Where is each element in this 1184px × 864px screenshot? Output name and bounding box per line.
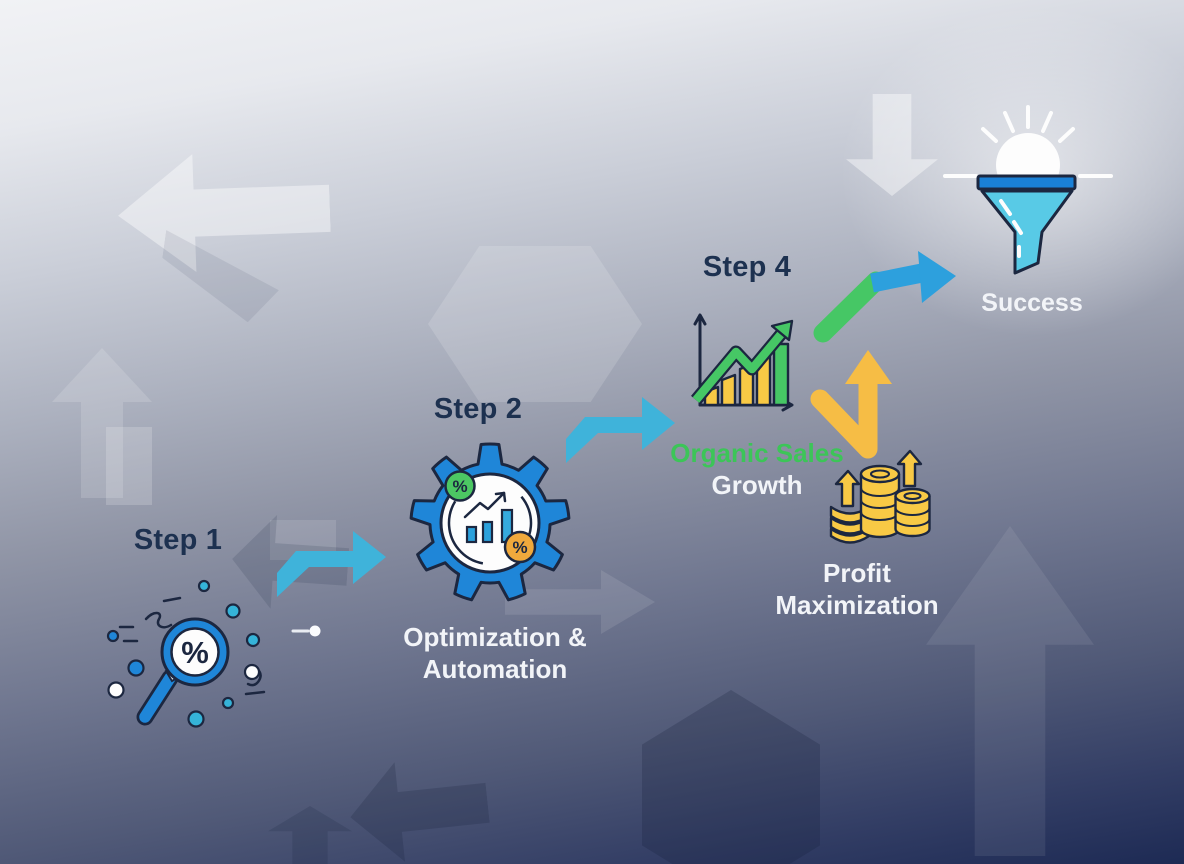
magnifier-icon: % [106,579,266,728]
watermark-rect-left [106,427,152,505]
sun-rays [943,105,1113,178]
step4-label: Step 4 [702,251,792,283]
gear-icon: % % [409,442,571,602]
step4-caption: Organic Sales Growth [657,437,857,501]
watermark-left-arrow-top [116,149,332,274]
funnel-highlights [999,199,1023,258]
magnifier-dots [106,579,261,728]
coin-arrow-right [896,449,923,488]
funnel-rim [976,174,1077,191]
svg-text:%: % [452,477,467,496]
step1-label: Step 1 [133,524,223,556]
watermark-left-arrow-bottom [345,753,493,864]
coin-stack-tall [859,464,901,539]
gear-trend-arrow [463,491,507,519]
gear-orange-badge: % [503,530,537,564]
profit-caption-line1: Profit [823,558,891,588]
step2-label: Step 2 [433,393,523,425]
watermark-hexagon-bottom [642,690,820,864]
coins-icon [829,449,931,544]
funnel-icon [943,105,1113,275]
step4-caption-line2: Growth [711,470,803,500]
watermark-shadow-wedge [155,230,285,326]
step4-caption-line1: Organic Sales [670,438,844,468]
arrow-profit-bounce [810,350,892,459]
chart-trend-arrow [691,319,794,405]
funnel-body [980,189,1074,275]
watermark-hexagon-top [428,246,642,402]
step2-caption: Optimization & Automation [375,621,615,685]
line-dot-connector [291,625,321,637]
step2-caption-line1: Optimization & [403,622,587,652]
watermark-up-arrow-bottom-left [268,806,352,864]
svg-text:%: % [512,538,527,557]
step2-caption-line2: Automation [422,654,568,684]
profit-caption: Profit Maximization [757,557,957,621]
growth-chart-icon [691,313,794,412]
magnifier-percent: % [181,635,209,670]
coin-stack-right [894,487,931,538]
magnifier-lens [170,627,220,677]
success-label: Success [981,289,1083,317]
profit-caption-line2: Maximization [775,590,939,620]
coin-arrow-left [834,469,861,508]
gear-green-badge: % [444,470,476,502]
